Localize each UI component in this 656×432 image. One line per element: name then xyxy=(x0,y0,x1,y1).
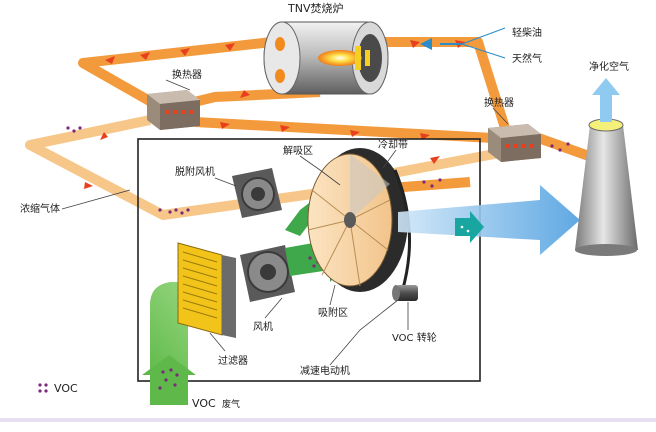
flow-arrows xyxy=(84,40,465,189)
filter xyxy=(177,242,236,338)
duct-exchanger-link xyxy=(194,117,494,143)
adsorption-zone-label: 吸附区 xyxy=(318,306,348,319)
clean-air-arrow-icon xyxy=(592,78,620,122)
tnv-furnace xyxy=(263,21,389,95)
bottom-divider xyxy=(0,418,656,422)
clean-air-out-arrow xyxy=(398,185,580,255)
heat-exchanger-left-label: 换热器 xyxy=(172,68,202,81)
rotor-system-frame xyxy=(137,138,481,382)
process-fan xyxy=(240,245,295,302)
leader-lines xyxy=(61,79,509,366)
teal-out-arrow-icon xyxy=(455,211,484,243)
legend-voc-dots-icon xyxy=(38,383,48,393)
cooling-zone-label: 冷却带 xyxy=(378,138,408,151)
filter-label: 过滤器 xyxy=(218,354,248,367)
voc-dots-waste-air xyxy=(158,368,179,390)
flame-icon xyxy=(318,50,362,66)
desorption-zone-label: 解吸区 xyxy=(283,144,313,157)
duct-furnace-to-right-exchanger xyxy=(385,37,510,130)
fuel-arrow-icon xyxy=(420,38,432,50)
heat-exchanger-left xyxy=(147,90,200,130)
duct-exchanger-to-furnace xyxy=(78,37,277,108)
desorption-fan xyxy=(232,168,282,218)
concentrated-gas-label: 浓缩气体 xyxy=(20,202,60,215)
exhaust-stack xyxy=(575,118,638,256)
desorption-fan-label: 脱附风机 xyxy=(175,165,215,178)
voc-dots-clean-out xyxy=(460,225,470,233)
heat-exchanger-right-label: 换热器 xyxy=(484,96,514,109)
duct-cooling-to-exchanger xyxy=(382,147,506,180)
heat-exchanger-right xyxy=(488,124,541,162)
voc-rotor-label: VOC 转轮 xyxy=(392,331,437,344)
fuel-input xyxy=(420,27,506,59)
waste-gas-voc-label: VOC xyxy=(192,397,216,410)
duct-rotor-outlet xyxy=(389,177,471,193)
voc-dots-hot-stream xyxy=(422,142,570,188)
legend: VOC xyxy=(38,382,78,395)
waste-gas-suffix-label: 废气 xyxy=(222,398,240,410)
natural-gas-label: 天然气 xyxy=(512,52,542,65)
gear-motor xyxy=(392,285,418,301)
clean-air-label: 净化空气 xyxy=(589,60,629,73)
legend-voc-label: VOC xyxy=(54,382,78,395)
voc-dots-concentrated xyxy=(66,126,190,215)
voc-rotor-wheel xyxy=(307,148,408,292)
light-diesel-label: 轻柴油 xyxy=(512,26,542,39)
fan-label: 风机 xyxy=(253,320,273,333)
gear-motor-label: 减速电动机 xyxy=(300,364,350,377)
waste-air-up-arrow-icon xyxy=(142,355,196,405)
furnace-label: TNV焚烧炉 xyxy=(287,2,343,15)
